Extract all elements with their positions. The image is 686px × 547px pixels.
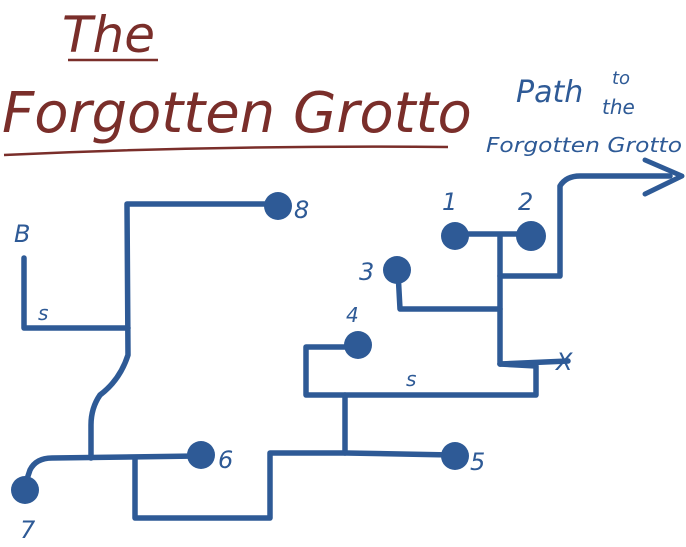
start-label: B bbox=[14, 220, 30, 248]
exit-x-mark: X bbox=[554, 348, 573, 376]
corridors bbox=[21, 173, 673, 521]
room-node-7 bbox=[11, 476, 39, 504]
annotation-destination: Forgotten Grotto bbox=[486, 133, 682, 157]
map-markers: B s s X bbox=[14, 220, 573, 391]
title-block: The Forgotten Grotto bbox=[2, 6, 472, 157]
room-node-4 bbox=[344, 331, 372, 359]
title-the: The bbox=[62, 6, 155, 64]
annotation-path: Path bbox=[516, 75, 583, 110]
annotation-the: the bbox=[602, 95, 635, 119]
label-node-2: 2 bbox=[518, 188, 533, 216]
label-node-1: 1 bbox=[442, 188, 457, 216]
label-node-6: 6 bbox=[218, 446, 233, 474]
label-node-8: 8 bbox=[294, 196, 309, 224]
room-node-8 bbox=[264, 192, 292, 220]
corridor-7-to-6 bbox=[21, 453, 201, 491]
s-marker-left: s bbox=[38, 301, 48, 325]
corridor-from-b bbox=[21, 255, 131, 331]
room-node-2 bbox=[516, 221, 546, 251]
destination-annotation: Path to the Forgotten Grotto bbox=[486, 68, 682, 157]
room-labels: 1 2 3 4 5 6 7 8 bbox=[20, 188, 533, 544]
corridor-trunk bbox=[88, 201, 277, 461]
s-marker-right: s bbox=[406, 367, 416, 391]
room-node-3 bbox=[383, 256, 411, 284]
label-node-7: 7 bbox=[20, 516, 36, 544]
label-node-5: 5 bbox=[470, 448, 485, 476]
title-main: Forgotten Grotto bbox=[2, 81, 472, 146]
corridor-to-x bbox=[497, 358, 571, 367]
title-underline bbox=[3, 145, 449, 157]
corridor-loop-to-5 bbox=[132, 450, 455, 521]
room-node-5 bbox=[441, 442, 469, 470]
corridor-from-3 bbox=[395, 269, 503, 312]
exit-arrow-icon bbox=[642, 157, 685, 197]
label-node-3: 3 bbox=[359, 258, 374, 286]
room-node-6 bbox=[187, 441, 215, 469]
label-node-4: 4 bbox=[346, 303, 359, 327]
annotation-to: to bbox=[612, 68, 630, 89]
rooms bbox=[11, 192, 546, 504]
corridor-exit bbox=[497, 173, 673, 279]
room-node-1 bbox=[441, 222, 469, 250]
